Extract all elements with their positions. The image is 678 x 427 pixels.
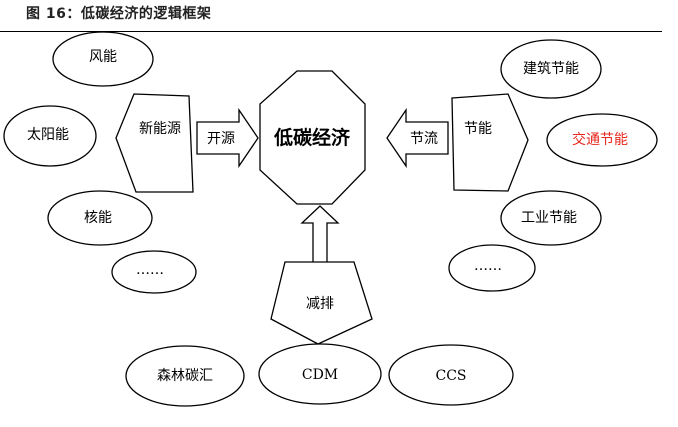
building-saving-label: 建筑节能 bbox=[523, 61, 579, 77]
industry-saving-label: 工业节能 bbox=[521, 210, 577, 226]
jieliu-arrow bbox=[386, 107, 449, 169]
wind-energy-ellipse bbox=[52, 31, 154, 87]
new-energy-more-label: …… bbox=[136, 262, 164, 278]
emission-reduction-label: 减排 bbox=[306, 296, 334, 312]
energy-saving-label: 节能 bbox=[464, 121, 492, 137]
ccs-ellipse bbox=[388, 344, 514, 406]
forest-carbon-sink-label: 森林碳汇 bbox=[157, 368, 213, 384]
transport-saving-label: 交通节能 bbox=[572, 131, 628, 148]
nuclear-energy-ellipse bbox=[47, 190, 153, 246]
forest-carbon-sink-ellipse bbox=[125, 345, 245, 407]
solar-energy-ellipse bbox=[3, 105, 97, 167]
cdm-ellipse bbox=[258, 343, 382, 405]
kaiyuan-label: 开源 bbox=[207, 131, 235, 147]
center-octagon bbox=[259, 70, 366, 205]
ccs-label: CCS bbox=[435, 368, 466, 384]
industry-saving-ellipse bbox=[500, 190, 602, 246]
energy-saving-more-ellipse bbox=[448, 244, 536, 292]
new-energy-more-ellipse bbox=[111, 250, 197, 294]
center-label: 低碳经济 bbox=[273, 126, 351, 149]
new-energy-label: 新能源 bbox=[139, 121, 181, 137]
energy-saving-pentagon bbox=[451, 93, 529, 192]
building-saving-ellipse bbox=[500, 39, 602, 99]
cdm-label: CDM bbox=[302, 367, 338, 383]
energy-saving-more-label: …… bbox=[474, 258, 502, 274]
transport-saving-ellipse bbox=[546, 113, 658, 167]
jieliu-label: 节流 bbox=[410, 131, 438, 147]
wind-energy-label: 风能 bbox=[89, 49, 117, 65]
figure-title: 图 16：低碳经济的逻辑框架 bbox=[26, 6, 212, 22]
new-energy-pentagon bbox=[115, 93, 194, 193]
emission-reduction-pentagon bbox=[270, 261, 373, 345]
nuclear-energy-label: 核能 bbox=[84, 210, 112, 226]
kaiyuan-arrow bbox=[196, 107, 259, 169]
solar-energy-label: 太阳能 bbox=[27, 127, 69, 143]
